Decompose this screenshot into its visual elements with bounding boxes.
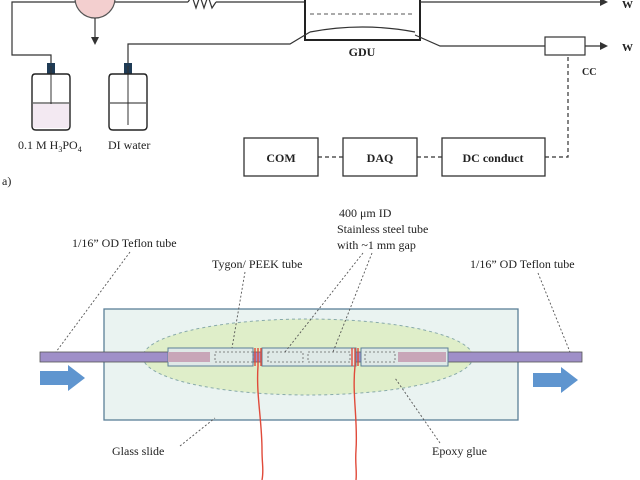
outlet-arrowhead-1: [600, 0, 608, 6]
tygon-leader: [231, 271, 246, 349]
epoxy-label: Epoxy glue: [432, 444, 487, 458]
tygon-segment-middle: [261, 347, 357, 367]
ss-line2: Stainless steel tube: [337, 222, 428, 236]
gdu-box: [304, 0, 421, 41]
electrode-left-icon: [254, 348, 264, 480]
glass-leader: [179, 417, 216, 447]
ss-line1: 400 μm ID: [339, 206, 392, 220]
valve-outlet-arrowhead: [91, 37, 99, 45]
com-label: COM: [266, 151, 295, 165]
panel-label: a): [2, 174, 11, 188]
glass-slide-label: Glass slide: [112, 444, 164, 458]
acid-label: 0.1 M H3PO4: [18, 138, 82, 154]
line-to-cc: [414, 34, 545, 47]
ss-line3: with ~1 mm gap: [337, 238, 416, 252]
daq-box: [342, 137, 418, 177]
right-tube-leader: [537, 272, 571, 353]
daq-label: DAQ: [367, 151, 394, 165]
acid-supply-line: [11, 45, 52, 63]
ss-tube-3: [307, 351, 351, 363]
gdu-label: GDU: [349, 45, 376, 59]
waste-label-1: W: [622, 0, 633, 11]
line-to-water: [127, 31, 311, 64]
tube-insert-left: [168, 352, 210, 362]
dc-conduct-box: [441, 137, 546, 177]
ss-leader-2: [332, 252, 373, 353]
ss-leader-1: [284, 252, 364, 353]
tube-insert-right: [398, 352, 446, 362]
cc-box: [544, 36, 586, 56]
outflow-arrow-icon: [533, 367, 578, 393]
dc-conduct-label: DC conduct: [462, 151, 523, 165]
epoxy-leader: [394, 377, 441, 444]
dc-cc-link: [545, 55, 569, 158]
water-bottle-icon: [108, 63, 148, 131]
gdu-channel: [309, 26, 416, 33]
left-tube-label: 1/16” OD Teflon tube: [72, 236, 177, 250]
electrode-right-icon: [351, 348, 359, 480]
right-tube-label: 1/16” OD Teflon tube: [470, 257, 575, 271]
outlet-arrowhead-2: [600, 42, 608, 50]
inflow-arrow-icon: [40, 365, 85, 391]
com-box: [243, 137, 319, 177]
resistor-icon: [187, 0, 217, 10]
acid-bottle-icon: [31, 63, 71, 131]
line-to-acid: [11, 1, 75, 45]
waste-label-2: W: [622, 42, 633, 54]
tygon-label: Tygon/ PEEK tube: [212, 257, 303, 271]
left-tube-leader: [55, 251, 131, 353]
water-label: DI water: [108, 138, 150, 152]
cc-label: CC: [582, 67, 596, 78]
valve-icon: [74, 0, 116, 19]
